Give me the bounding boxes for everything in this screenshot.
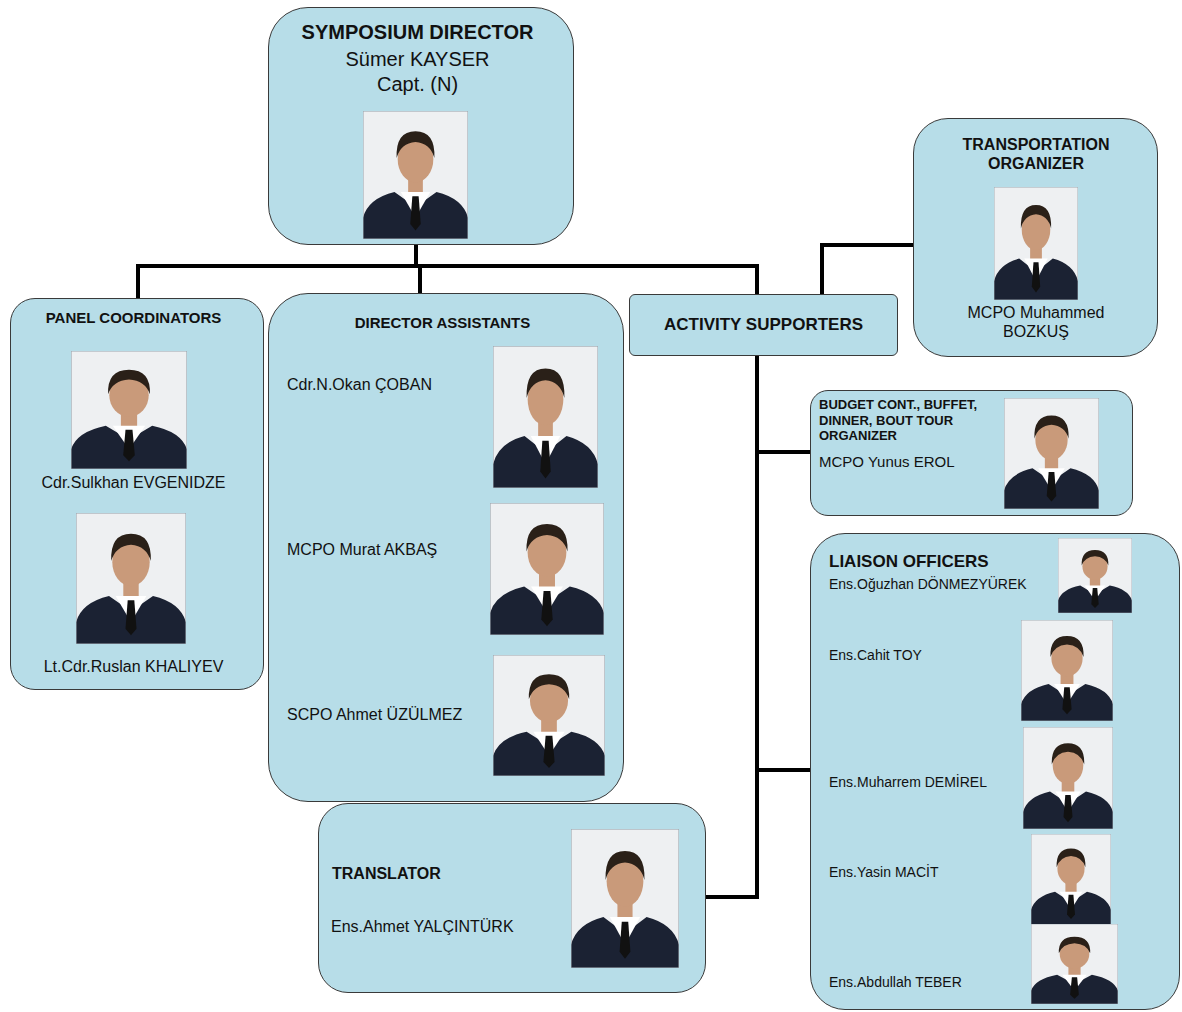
portrait-photo [363,111,468,239]
portrait-photo [1031,834,1111,925]
portrait-photo [1004,398,1099,509]
portrait-photo [1031,924,1118,1004]
activity-box: ACTIVITY SUPPORTERS [629,294,898,356]
connector-line [706,356,757,897]
connector-line [822,245,913,294]
box-heading: DIRECTOR ASSISTANTS [269,314,616,332]
liaison-box: LIAISON OFFICERS Ens.Oğuzhan DÖNMEZYÜREK E… [810,533,1180,1010]
director-box: SYMPOSIUM DIRECTOR Sümer KAYSERCapt. (N) [268,7,574,245]
connector-line [757,356,810,770]
portrait-photo [1058,538,1132,613]
person-name: Ens.Oğuzhan DÖNMEZYÜREK [829,576,1027,593]
connector-line [757,356,810,452]
transportation-box: TRANSPORTATION ORGANIZER MCPO Muhammed BO… [913,118,1158,357]
portrait-photo [490,503,604,635]
portrait-photo [571,829,679,968]
person-name: Lt.Cdr.Ruslan KHALIYEV [11,657,256,676]
person-name: Ens.Cahit TOY [829,647,922,664]
person-name: MCPO Yunus EROL [819,453,955,471]
portrait-photo [994,187,1078,300]
person-name: Capt. (N) [269,72,566,96]
budget-box: BUDGET CONT., BUFFET, DINNER, BOUT TOUR … [810,390,1133,516]
person-name: Ens.Ahmet YALÇINTÜRK [331,917,514,936]
assistants-box: DIRECTOR ASSISTANTS Cdr.N.Okan ÇOBAN MCPO … [268,293,624,802]
translator-box: TRANSLATOR Ens.Ahmet YALÇINTÜRK [318,803,706,993]
person-name: SCPO Ahmet ÜZÜLMEZ [287,705,462,724]
box-heading: TRANSPORTATION ORGANIZER [936,135,1136,173]
box-heading: BUDGET CONT., BUFFET, DINNER, BOUT TOUR … [819,397,991,444]
person-name: Cdr.N.Okan ÇOBAN [287,375,432,394]
person-name: Ens.Abdullah TEBER [829,974,962,991]
portrait-photo [71,351,187,469]
connector-line [416,245,757,294]
connector-line [138,245,416,298]
box-heading: ACTIVITY SUPPORTERS [664,315,863,335]
person-name: Cdr.Sulkhan EVGENIDZE [11,473,256,492]
box-heading: SYMPOSIUM DIRECTOR [269,20,566,44]
box-heading: TRANSLATOR [332,864,441,883]
person-name: Ens.Muharrem DEMİREL [829,774,987,791]
box-heading: PANEL COORDINATORS [11,309,256,327]
person-name: Ens.Yasin MACİT [829,864,938,881]
panel-box: PANEL COORDINATORS Cdr.Sulkhan EVGENIDZE L… [10,298,264,690]
portrait-photo [1021,620,1113,721]
person-name: Sümer KAYSER [269,47,566,71]
box-heading: LIAISON OFFICERS [829,552,989,572]
person-name: MCPO Muhammed BOZKUŞ [951,303,1121,341]
person-name: MCPO Murat AKBAŞ [287,540,437,559]
portrait-photo [493,655,605,776]
portrait-photo [1023,727,1113,829]
portrait-photo [493,346,598,488]
portrait-photo [76,513,186,644]
